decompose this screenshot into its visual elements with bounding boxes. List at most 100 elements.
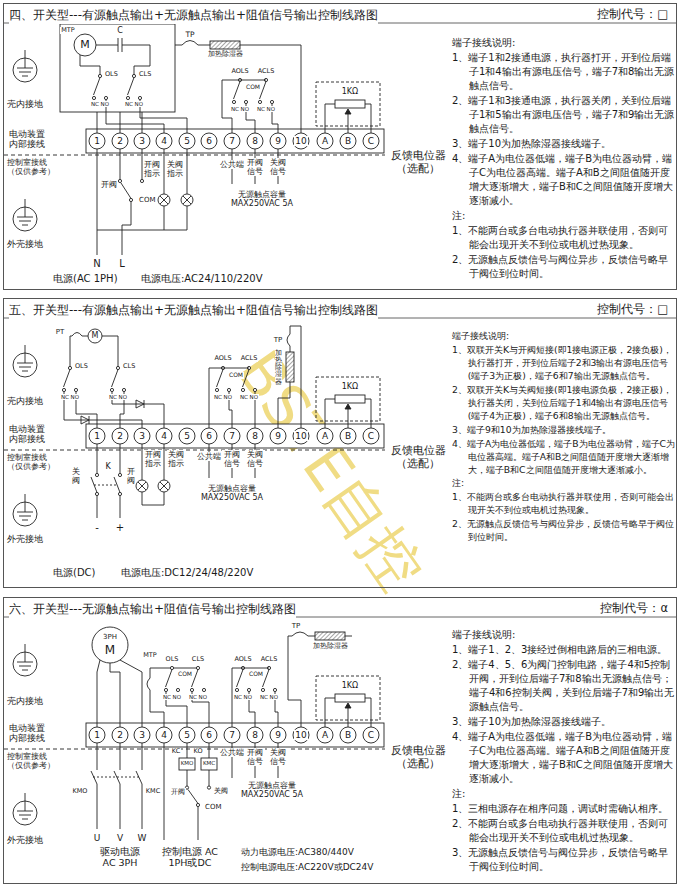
- diagram-label: 公共端: [219, 748, 245, 757]
- terminal-number: 5: [183, 136, 191, 146]
- terminal-number: 2: [116, 730, 124, 740]
- terminal-number: 9: [274, 730, 282, 740]
- diagram-label: 反馈电位器（选配）: [385, 745, 451, 770]
- diagram-label: MTP: [60, 27, 76, 34]
- diagram-label: KC: [171, 748, 181, 755]
- diagram-label: 控制室接线（仅供参考）: [6, 158, 58, 176]
- note-text: 注:: [452, 209, 676, 223]
- note-text: 1、不能两台或多台电动执行器并联使用，否则可能会出现开关不到位或电机过热现象。: [452, 491, 676, 517]
- note-text: 1、端子1、2、3接经过倒相电路后的三相电源。: [452, 643, 676, 657]
- diagram-label: KO: [192, 748, 203, 755]
- diagram-label: NC NO: [230, 106, 250, 112]
- terminal-number: 6: [205, 136, 213, 146]
- diagram-label: 壳内接地: [6, 100, 44, 110]
- diagram-label: 1KΩ: [341, 382, 359, 391]
- diagram-label: CLS: [122, 363, 136, 370]
- terminal-number: 7: [228, 730, 236, 740]
- diagram-label: 控制电源电压:AC220V或DC24V: [240, 862, 374, 872]
- control-code: 控制代号：α: [600, 601, 668, 616]
- diagram-label: 开阀: [100, 180, 118, 189]
- diagram-label: 电源电压:DC12/24/48/220V: [120, 567, 254, 579]
- terminal-number: 5: [183, 730, 191, 740]
- terminal-number: 4: [160, 730, 168, 740]
- note-text: 注:: [452, 787, 676, 801]
- diagram-label: NC NO: [213, 394, 233, 400]
- diagram-label: COM: [138, 196, 156, 204]
- diagram-label: 电动装置内部接线: [8, 425, 46, 445]
- diagram-label: 控制室接线（仅供参考）: [6, 752, 58, 770]
- terminal-number: A: [321, 730, 329, 740]
- terminal-number: B: [344, 136, 352, 146]
- diagram-label: AOLS: [230, 68, 249, 75]
- terminal-number: B: [344, 431, 352, 441]
- vertical-label: 关阀: [72, 468, 80, 486]
- panel-title: 六、开关型---无源触点输出+阻值信号输出控制线路图: [9, 601, 296, 618]
- diagram-label: 电动装置内部接线: [8, 130, 46, 150]
- terminal-number: 4: [160, 136, 168, 146]
- terminal-number: M: [79, 39, 91, 52]
- diagram-label: C: [116, 26, 124, 35]
- panel-title: 四、开关型---有源触点输出+无源触点输出+阻值信号输出控制线路图: [9, 7, 378, 24]
- diagram-label: PT: [55, 328, 66, 336]
- diagram-label: TP: [273, 336, 284, 344]
- diagram-label: 驱动电源 AC 3PH: [93, 847, 147, 869]
- diagram-label: 关阀信号: [268, 158, 288, 176]
- diagram-label: 关阀信号: [245, 450, 265, 468]
- note-text: 端子接线说明:: [452, 628, 676, 642]
- diagram-label: NC NO: [233, 694, 253, 700]
- terminal-number: A: [321, 136, 329, 146]
- note-text: 1、双联开关K与开阀短接(即1接电源正极，2接负极)，执行器打开，开到位后端子2…: [452, 344, 676, 383]
- note-text: 1、端子1和2接通电源，执行器打开，开到位后端子1和4输出有源电压信号，端子7和…: [452, 51, 676, 93]
- diagram-label: TP: [184, 31, 195, 40]
- note-text: 注:: [452, 477, 676, 490]
- terminal-number: B: [344, 730, 352, 740]
- diagram-label: COM: [248, 671, 264, 678]
- terminal-number: M: [91, 331, 100, 340]
- diagram-label: 反馈电位器（选配）: [385, 445, 451, 470]
- diagram-label: AOLS: [233, 656, 252, 663]
- diagram-label: NC NO: [90, 101, 110, 107]
- note-text: 1、三相电源存在相序问题，调试时需确认相序。: [452, 802, 676, 816]
- terminal-number: 3: [138, 431, 146, 441]
- diagram-label: NC NO: [60, 394, 80, 400]
- note-text: 端子接线说明:: [452, 36, 676, 50]
- note-text: 4、端子A为电位器低端，端子B为电位器动臂，端子C为电位器高端。端子A和B之间阻…: [452, 438, 676, 477]
- diagram-label: 开阀信号: [222, 450, 242, 468]
- panel-title: 五、开关型---有源触点输出+无源触点输出+阻值信号输出控制线路图: [9, 302, 378, 319]
- diagram-label: K: [104, 462, 111, 471]
- diagram-label: NC NO: [188, 694, 208, 700]
- terminal-number: 4: [160, 431, 168, 441]
- terminal-number: M: [104, 644, 116, 658]
- diagram-label: MTP: [142, 652, 158, 659]
- note-text: 3、端子10为加热除湿器接线端子。: [452, 137, 676, 151]
- note-text: 3、无源触点反馈信号与阀位异步，反馈信号略早于阀位到位时间。: [452, 846, 676, 874]
- diagram-label: NC NO: [239, 394, 259, 400]
- diagram-label: KMO: [72, 788, 89, 795]
- vertical-label: 加热除湿器: [275, 350, 282, 386]
- note-text: 2、端子4、5、6为阀门控制电路，端子4和5控制开阀，开到位后端子7和8输出无源…: [452, 658, 676, 714]
- diagram-label: 加热除湿器: [312, 643, 349, 650]
- diagram-label: 外壳接地: [6, 535, 44, 545]
- diagram-label: 控制室接线（仅供参考）: [6, 453, 58, 471]
- diagram-label: -: [94, 522, 100, 534]
- terminal-number: 9: [274, 136, 282, 146]
- diagram-label: 无源触点容量 MAX250VAC 5A: [231, 781, 313, 799]
- terminal-number: 7: [228, 431, 236, 441]
- terminal-number: 1: [93, 136, 101, 146]
- diagram-label: N: [92, 258, 101, 270]
- note-text: 2、无源触点反馈信号与阀位异步，反馈信号略早于阀位到位时间。: [452, 518, 676, 544]
- diagram-label: COM: [204, 803, 222, 811]
- diagram-label: NC NO: [124, 101, 144, 107]
- diagram-label: ACLS: [257, 68, 276, 75]
- diagram-label: 关阀信号: [268, 748, 288, 766]
- note-text: 4、端子A为电位器低端，端子B为电位器动臂，端子C为电位器高端。端子A和B之间阻…: [452, 730, 676, 786]
- control-code: 控制代号：□: [597, 302, 668, 317]
- note-text: 1、不能两台或多台电动执行器并联使用，否则可能会出现开关不到位或电机过热现象。: [452, 224, 676, 252]
- diagram-label: 外壳接地: [6, 836, 44, 846]
- diagram-label: ACLS: [240, 355, 259, 362]
- terminal-number: C: [367, 431, 375, 441]
- diagram-label: 开阀信号: [245, 748, 265, 766]
- diagram-label: 加热除湿器: [207, 51, 244, 58]
- diagram-label: V: [116, 833, 124, 843]
- diagram-label: 壳内接地: [6, 697, 44, 707]
